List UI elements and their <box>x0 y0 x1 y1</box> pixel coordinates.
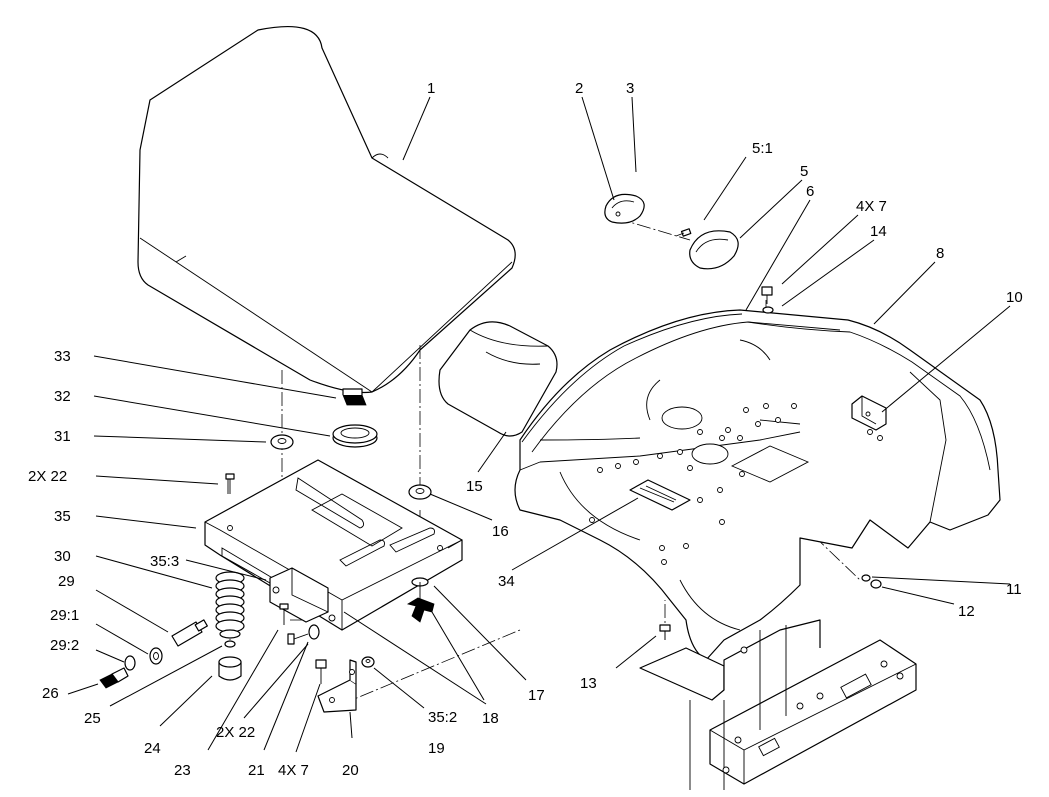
callout-23: 23 <box>174 762 191 779</box>
callout-15: 15 <box>466 478 483 495</box>
callout-30: 30 <box>54 548 71 565</box>
fender-holes <box>589 403 883 565</box>
callout-6: 6 <box>806 183 814 200</box>
callout-13: 13 <box>580 675 597 692</box>
seat-bumper-33 <box>342 388 367 406</box>
nut-19 <box>361 656 375 668</box>
callout-12: 12 <box>958 603 975 620</box>
bracket-10 <box>851 395 887 431</box>
chassis-frame <box>639 619 917 790</box>
callout-5-1: 5:1 <box>752 140 773 157</box>
callout-31: 31 <box>54 428 71 445</box>
callout-32: 32 <box>54 388 71 405</box>
callout-8: 8 <box>936 245 944 262</box>
bolt-7-lower <box>315 659 327 684</box>
spacer-25-24 <box>218 640 242 681</box>
reflector-screw-5-1 <box>675 228 692 237</box>
callout-35-3: 35:3 <box>150 553 179 570</box>
callout-35: 35 <box>54 508 71 525</box>
bolt-7-top <box>761 286 773 304</box>
callout-2x22-lower: 2X 22 <box>216 724 255 741</box>
rubber-boot <box>438 321 558 437</box>
callout-29-2: 29:2 <box>50 637 79 654</box>
seat-cushion <box>137 25 516 394</box>
grommet-32 <box>332 424 378 448</box>
washer-14 <box>762 306 774 314</box>
callout-2: 2 <box>575 80 583 97</box>
callout-10: 10 <box>1006 289 1023 306</box>
callout-3: 3 <box>626 80 634 97</box>
callout-34: 34 <box>498 573 515 590</box>
seat-spring <box>215 571 245 639</box>
callout-26: 26 <box>42 685 59 702</box>
callout-29: 29 <box>58 573 75 590</box>
callout-17: 17 <box>528 687 545 704</box>
callout-19: 19 <box>428 740 445 757</box>
leader-lines <box>67 96 1011 753</box>
decal-34 <box>629 479 691 511</box>
callout-1: 1 <box>427 80 435 97</box>
callout-35-2: 35:2 <box>428 709 457 726</box>
callout-25: 25 <box>84 710 101 727</box>
callout-21: 21 <box>248 762 265 779</box>
callout-14: 14 <box>870 223 887 240</box>
callout-29-1: 29:1 <box>50 607 79 624</box>
callout-4x7-lower: 4X 7 <box>278 762 309 779</box>
callout-4x7-top: 4X 7 <box>856 198 887 215</box>
callout-11: 11 <box>1006 581 1022 598</box>
fender-pan <box>514 309 1001 661</box>
nut-11-12 <box>861 574 882 589</box>
callout-2x22-top: 2X 22 <box>28 468 67 485</box>
washer-31 <box>270 434 294 450</box>
angle-bracket-20 <box>317 659 357 713</box>
bolt-13 <box>659 624 671 640</box>
reflector-rear <box>604 193 645 224</box>
knob-18 <box>406 577 435 623</box>
washer-16 <box>408 484 432 500</box>
callout-18: 18 <box>482 710 499 727</box>
bolt-21 <box>287 624 320 645</box>
seat-switch <box>99 619 208 689</box>
callout-5: 5 <box>800 163 808 180</box>
bolt-22-lower <box>279 603 289 625</box>
reflector-front <box>689 230 739 270</box>
bolt-22-top <box>225 473 235 494</box>
callout-16: 16 <box>492 523 509 540</box>
callout-33: 33 <box>54 348 71 365</box>
callout-labels: 1 2 3 5:1 5 6 4X 7 14 8 10 33 32 31 2X 2… <box>28 80 1023 779</box>
callout-20: 20 <box>342 762 359 779</box>
callout-24: 24 <box>144 740 161 757</box>
